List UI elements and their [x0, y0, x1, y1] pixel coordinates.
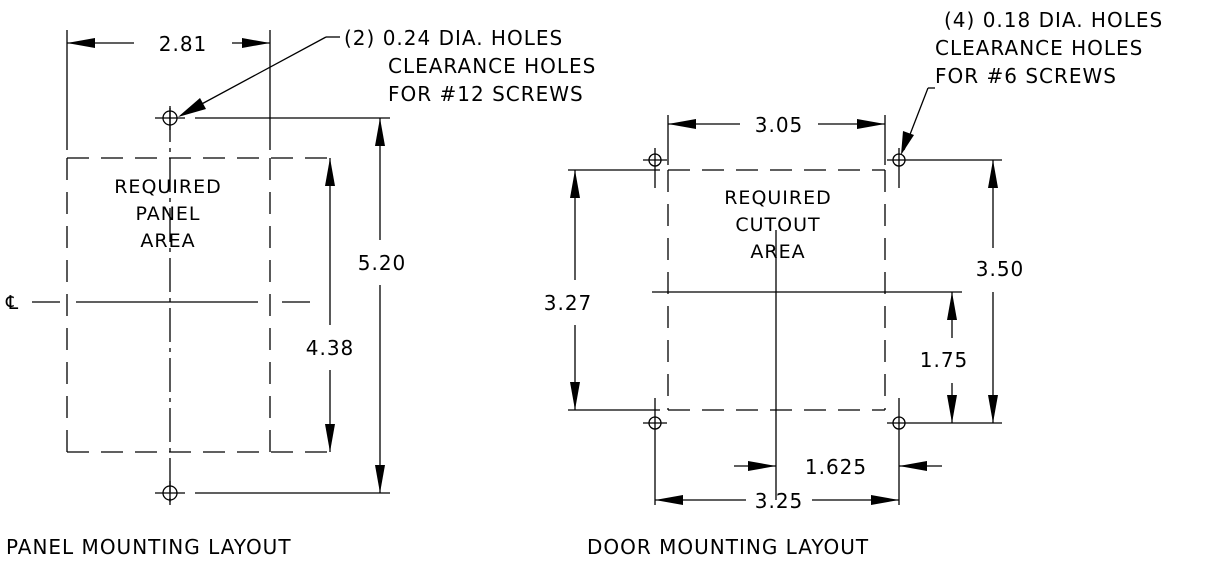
- door-top-width-dimension: [667, 115, 886, 165]
- door-top-width-value: 3.05: [755, 113, 804, 137]
- door-hole-bottom-right: [887, 398, 918, 505]
- panel-area-label-2: PANEL: [135, 203, 200, 225]
- panel-layout: ℄ REQUIRED PANEL AREA 2.81: [5, 26, 596, 559]
- door-hole-note-1: (4) 0.18 DIA. HOLES: [944, 8, 1163, 32]
- panel-hole-span-dimension: [195, 117, 390, 494]
- panel-area-label-1: REQUIRED: [114, 176, 222, 198]
- panel-width-dimension: [66, 30, 271, 150]
- door-hole-bottom-left: [643, 398, 667, 505]
- panel-hole-bottom: [155, 481, 185, 505]
- panel-area-height-value: 4.38: [306, 336, 355, 360]
- door-area-label-1: REQUIRED: [724, 187, 832, 209]
- door-half-width-value: 1.625: [805, 455, 867, 479]
- door-hole-top-left: [643, 148, 667, 188]
- door-half-height-dimension: [947, 292, 957, 423]
- door-hole-note-2: CLEARANCE HOLES: [935, 36, 1143, 60]
- door-half-height-value: 1.75: [920, 348, 969, 372]
- panel-hole-span-value: 5.20: [358, 251, 407, 275]
- door-layout-title: DOOR MOUNTING LAYOUT: [587, 535, 869, 559]
- door-right-height-value: 3.50: [976, 257, 1025, 281]
- panel-hole-note-3: FOR #12 SCREWS: [388, 82, 584, 106]
- door-half-width-dimension: [734, 461, 942, 471]
- panel-hole-note-1: (2) 0.24 DIA. HOLES: [344, 26, 563, 50]
- panel-area-label-3: AREA: [140, 230, 195, 252]
- centerline-symbol: ℄: [5, 292, 19, 314]
- panel-area-outline: [66, 157, 336, 453]
- panel-width-value: 2.81: [159, 32, 208, 56]
- door-right-height-dimension: [918, 159, 1002, 424]
- door-layout: REQUIRED CUTOUT AREA: [544, 8, 1163, 559]
- panel-hole-top: [155, 106, 185, 130]
- panel-hole-leader: [178, 36, 340, 117]
- door-left-height-value: 3.27: [544, 291, 593, 315]
- door-bottom-width-value: 3.25: [755, 489, 804, 513]
- door-area-label-2: CUTOUT: [735, 214, 820, 236]
- door-hole-top-right: [887, 148, 918, 188]
- panel-area-height-dimension: [325, 158, 335, 452]
- door-hole-leader: [901, 87, 935, 155]
- door-left-height-dimension: [568, 169, 660, 411]
- door-bottom-width-dimension: [655, 495, 899, 505]
- panel-layout-title: PANEL MOUNTING LAYOUT: [6, 535, 292, 559]
- panel-hole-note-2: CLEARANCE HOLES: [388, 54, 596, 78]
- door-hole-note-3: FOR #6 SCREWS: [935, 64, 1117, 88]
- door-area-label-3: AREA: [750, 241, 805, 263]
